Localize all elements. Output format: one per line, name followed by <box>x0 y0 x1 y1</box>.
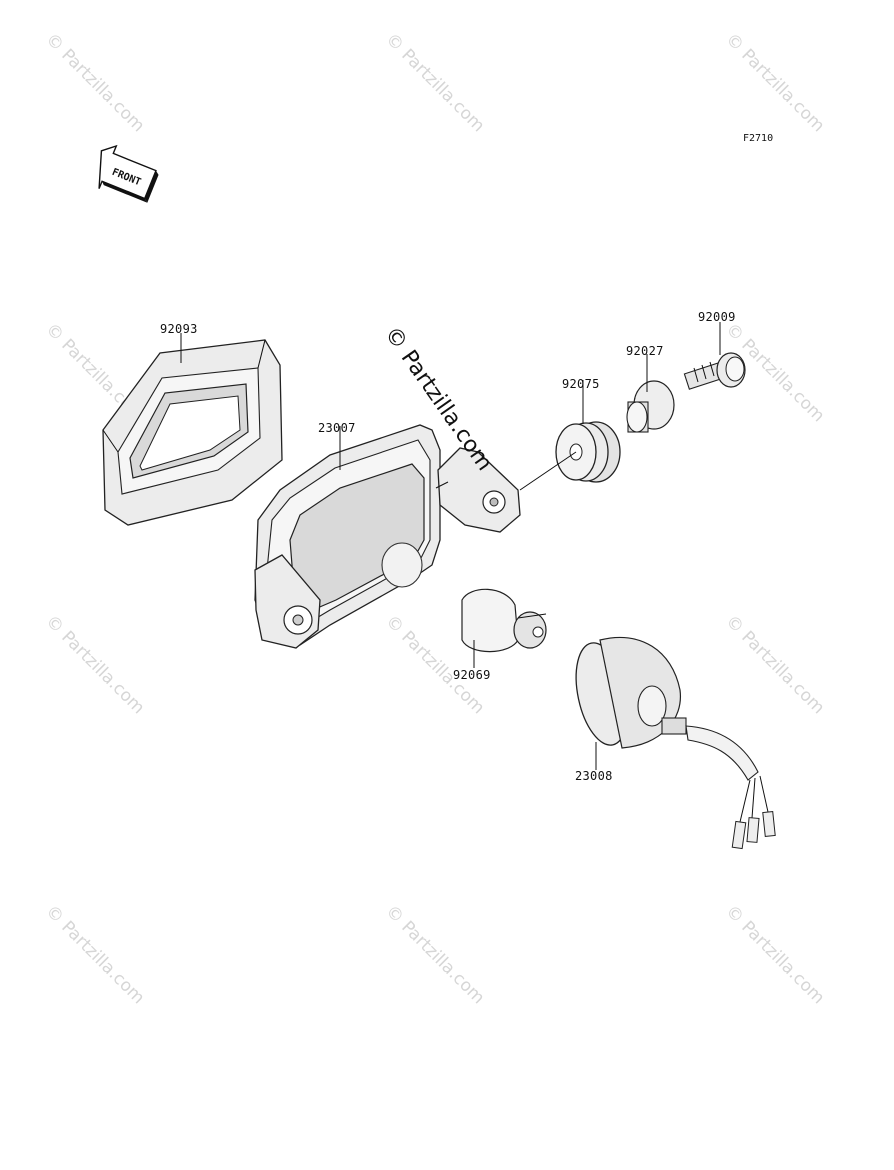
screw-icon <box>683 352 746 390</box>
grommet-icon <box>555 421 621 483</box>
part-label-92027: 92027 <box>626 344 664 358</box>
watermark-tile: © Partzilla.com <box>721 29 828 136</box>
socket-wire-icon <box>575 636 776 850</box>
front-arrow-icon: FRONT <box>98 144 159 203</box>
bulb-icon <box>461 588 547 653</box>
part-labels: 92093 23007 92075 92027 92009 92069 2300… <box>160 310 736 783</box>
part-label-92009: 92009 <box>698 310 736 324</box>
part-label-23008: 23008 <box>575 769 613 783</box>
part-label-92075: 92075 <box>562 377 600 391</box>
gasket-frame-icon <box>102 339 283 526</box>
watermark-tile: © Partzilla.com <box>721 901 828 1008</box>
part-label-92069: 92069 <box>453 668 491 682</box>
assembly-line <box>519 451 577 491</box>
watermark-tile: © Partzilla.com <box>41 611 148 718</box>
watermark-tile: © Partzilla.com <box>41 29 148 136</box>
headlight-housing-icon <box>254 424 521 649</box>
part-label-23007: 23007 <box>318 421 356 435</box>
part-label-92093: 92093 <box>160 322 198 336</box>
collar-icon <box>626 380 675 433</box>
leader-lines <box>180 322 721 770</box>
watermark-tile: © Partzilla.com <box>721 611 828 718</box>
watermark-tile: © Partzilla.com <box>381 901 488 1008</box>
watermark-tile: © Partzilla.com <box>381 29 488 136</box>
watermark-tile: © Partzilla.com <box>41 901 148 1008</box>
figure-code: F2710 <box>743 133 773 144</box>
